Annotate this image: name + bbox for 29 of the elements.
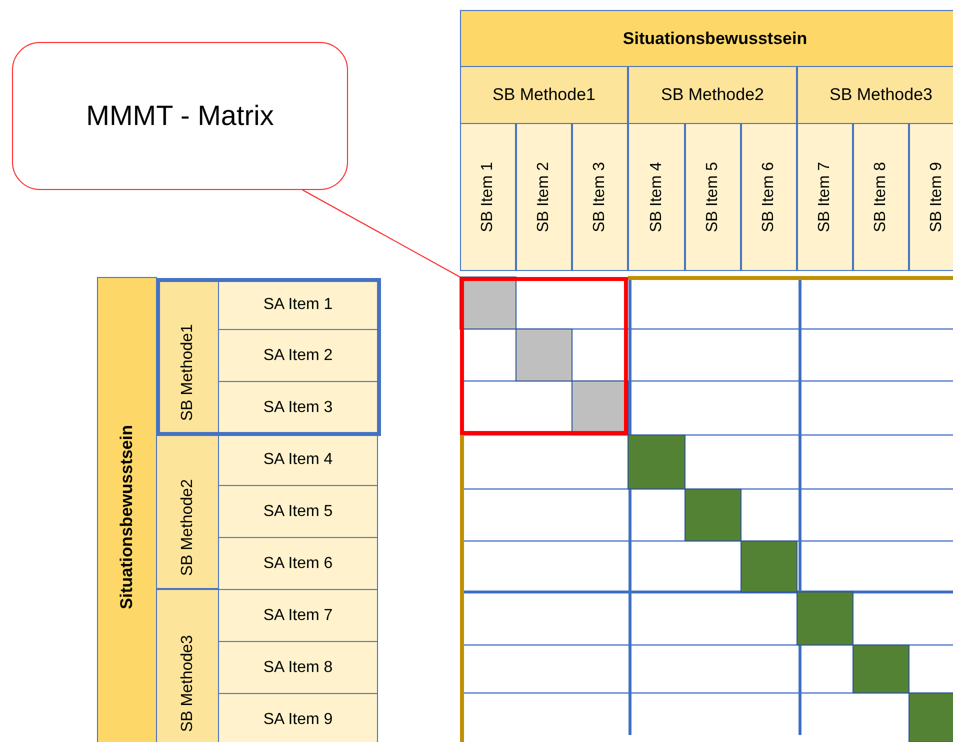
header-cell: SB Item 8 xyxy=(853,123,909,271)
header-cell: SB Item 2 xyxy=(516,123,572,271)
header-cell: SB Methode2 xyxy=(628,66,797,124)
header-cell: SA Item 9 xyxy=(218,693,378,742)
bubble-text: MMMT - Matrix xyxy=(86,99,274,133)
header-cell: Situationsbewusstsein xyxy=(97,277,157,742)
header-cell: SB Item 1 xyxy=(460,123,516,271)
header-cell: SB Methode2 xyxy=(156,433,219,589)
header-cell: SB Item 6 xyxy=(741,123,797,271)
header-cell: SB Item 4 xyxy=(628,123,685,271)
header-cell: SA Item 4 xyxy=(218,433,378,486)
header-cell: SA Item 3 xyxy=(218,381,378,434)
header-cell: SB Methode1 xyxy=(460,66,628,124)
header-cell: SA Item 5 xyxy=(218,485,378,538)
header-cell: SB Item 5 xyxy=(685,123,741,271)
header-cell: SA Item 6 xyxy=(218,537,378,590)
header-cell: SB Item 3 xyxy=(572,123,628,271)
header-cell: SB Methode3 xyxy=(156,589,219,742)
header-cell: SA Item 7 xyxy=(218,589,378,642)
speech-bubble xyxy=(12,42,348,190)
header-cell: Situationsbewusstsein xyxy=(460,10,953,67)
header-cell: SB Item 9 xyxy=(909,123,953,271)
leader-line xyxy=(302,190,460,278)
header-cell: SB Methode3 xyxy=(797,66,953,124)
header-cell: SA Item 1 xyxy=(218,279,378,330)
header-cell: SB Item 7 xyxy=(797,123,853,271)
header-cell: SA Item 2 xyxy=(218,329,378,382)
header-cell: SA Item 8 xyxy=(218,641,378,694)
highlight-frame xyxy=(460,277,628,435)
